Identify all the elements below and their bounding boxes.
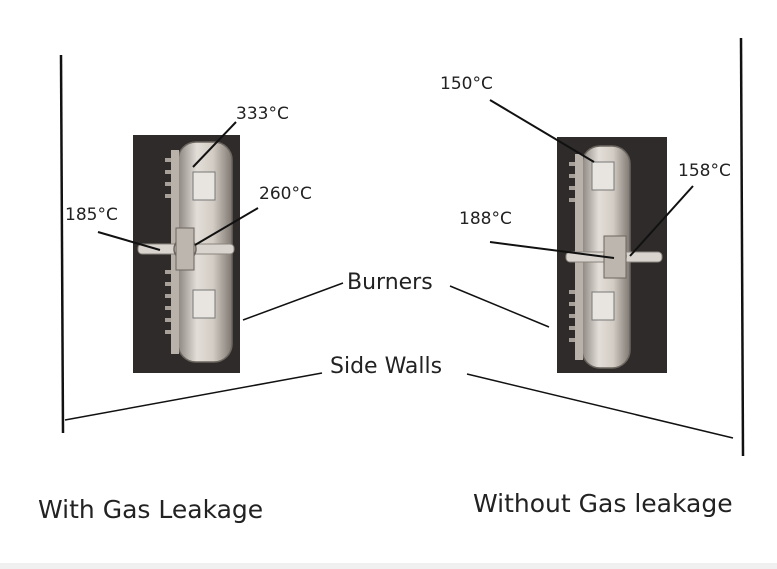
leader-sidewalls-left: [64, 372, 323, 421]
leader-260: [194, 207, 259, 246]
side-walls-label: Side Walls: [330, 354, 443, 379]
bottom-strip: [0, 563, 777, 569]
leader-150: [489, 99, 595, 163]
left-side-wall: [59, 54, 65, 434]
burners-label: Burners: [347, 270, 433, 295]
leader-333: [192, 121, 237, 168]
leader-burners-left: [242, 282, 344, 321]
left-burner-photo: [133, 135, 240, 373]
leader-185: [97, 231, 161, 251]
temp-left-middle: 260°C: [259, 184, 312, 204]
right-panel-caption: Without Gas leakage: [473, 489, 733, 518]
left-panel-caption: With Gas Leakage: [38, 495, 264, 524]
leader-188: [489, 241, 615, 259]
leader-sidewalls-right: [466, 373, 734, 439]
temp-left-top: 333°C: [236, 104, 289, 124]
right-side-wall: [739, 37, 745, 457]
temp-right-left: 188°C: [459, 209, 512, 229]
right-burner-photo: [557, 137, 667, 373]
temp-right-top: 150°C: [440, 74, 493, 94]
leader-158: [629, 185, 694, 257]
temp-right-right: 158°C: [678, 161, 731, 181]
leader-burners-right: [449, 285, 550, 328]
temp-left-left: 185°C: [65, 205, 118, 225]
